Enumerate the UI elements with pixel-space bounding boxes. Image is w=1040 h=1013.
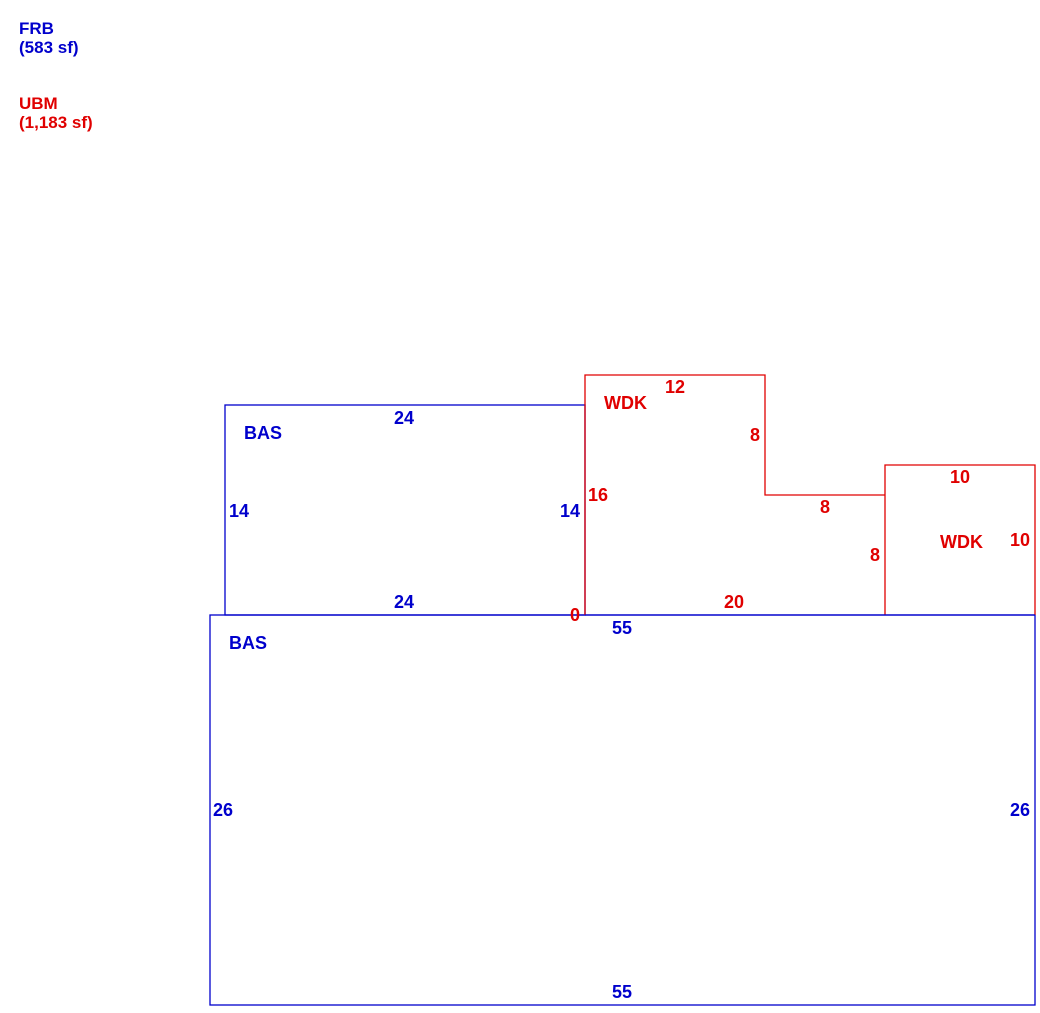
- wdk-left-bottom-dim: 20: [724, 592, 744, 612]
- bas-upper-bottom-dim: 24: [394, 592, 414, 612]
- legend-ubm-area: (1,183 sf): [19, 113, 93, 132]
- bas-main-outline: [209, 614, 1036, 1006]
- wdk-right-right-dim: 10: [1010, 530, 1030, 550]
- wdk-left-left-dim: 16: [588, 485, 608, 505]
- bas-main-right-dim: 26: [1010, 800, 1030, 820]
- wdk-left-right-upper-dim: 8: [750, 425, 760, 445]
- wdk-left-top-dim: 12: [665, 377, 685, 397]
- wdk-left-label: WDK: [604, 393, 647, 413]
- legend-frb-area: (583 sf): [19, 38, 79, 57]
- bas-upper-right-dim: 14: [560, 501, 580, 521]
- legend-frb-code: FRB: [19, 19, 54, 38]
- bas-main-bottom-dim: 55: [612, 982, 632, 1002]
- wdk-right-top-dim: 10: [950, 467, 970, 487]
- legend-frb: FRB (583 sf): [19, 19, 79, 57]
- wdk-left-outline: [584, 374, 885, 615]
- wdk-right-outline: [884, 464, 1036, 615]
- wdk-left-right-lower-dim: 8: [870, 545, 880, 565]
- wdk-right-label: WDK: [940, 532, 983, 552]
- bas-main-top-dim: 55: [612, 618, 632, 638]
- bas-upper-top-dim: 24: [394, 408, 414, 428]
- bas-upper-label: BAS: [244, 423, 282, 443]
- bas-main-left-dim: 26: [213, 800, 233, 820]
- legend-ubm-code: UBM: [19, 94, 58, 113]
- legend-ubm: UBM (1,183 sf): [19, 94, 93, 132]
- bas-main-label: BAS: [229, 633, 267, 653]
- wdk-left-zero-dim: 0: [570, 605, 580, 625]
- wdk-left-step-dim: 8: [820, 497, 830, 517]
- bas-upper-left-dim: 14: [229, 501, 249, 521]
